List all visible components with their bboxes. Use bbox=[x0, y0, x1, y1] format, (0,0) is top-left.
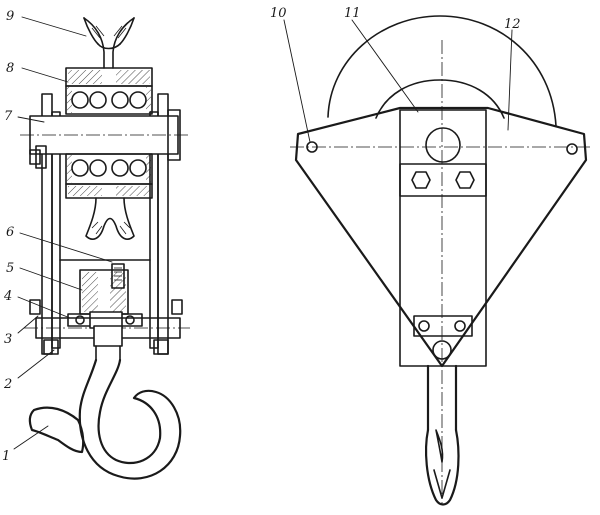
sheave-hub-outline bbox=[375, 79, 505, 119]
callout-5: 5 bbox=[6, 261, 14, 276]
lower-bolt-right bbox=[454, 320, 466, 332]
leader-lines-right bbox=[283, 19, 513, 143]
callout-1: 1 bbox=[2, 449, 10, 464]
upper-bolt-plate bbox=[399, 163, 487, 197]
callout-3: 3 bbox=[4, 332, 12, 347]
side-strap bbox=[399, 109, 487, 367]
sheave-upper bbox=[83, 17, 135, 69]
lower-bolt-plate bbox=[413, 315, 473, 337]
leader-lines-left bbox=[13, 16, 113, 450]
callout-8: 8 bbox=[6, 61, 14, 76]
sheave-lower bbox=[85, 197, 135, 240]
callout-10: 10 bbox=[270, 6, 287, 21]
callout-11: 11 bbox=[344, 6, 361, 21]
callout-7: 7 bbox=[4, 109, 13, 124]
sheave-outline bbox=[327, 15, 557, 127]
pin-left bbox=[306, 141, 318, 153]
callout-12: 12 bbox=[504, 17, 521, 32]
callout-9: 9 bbox=[6, 9, 14, 24]
axle-hub-front bbox=[425, 127, 461, 163]
side-section-view: 9 8 7 6 5 4 3 2 1 bbox=[2, 9, 190, 480]
bearing-housing-lower bbox=[65, 153, 153, 199]
hook-side bbox=[28, 325, 182, 480]
lower-bolt-left bbox=[418, 320, 430, 332]
lower-pin bbox=[432, 340, 452, 360]
callout-4: 4 bbox=[3, 289, 12, 304]
crosshead bbox=[79, 263, 129, 315]
axle bbox=[20, 109, 188, 169]
hook-front bbox=[424, 364, 460, 506]
upper-bolt-right bbox=[455, 171, 475, 189]
callout-2: 2 bbox=[3, 377, 12, 392]
upper-bolt-left bbox=[411, 171, 431, 189]
bearing-housing-top bbox=[65, 67, 153, 115]
callout-6: 6 bbox=[6, 225, 14, 240]
pin-right bbox=[566, 143, 578, 155]
front-view: 10 11 12 bbox=[270, 6, 592, 506]
